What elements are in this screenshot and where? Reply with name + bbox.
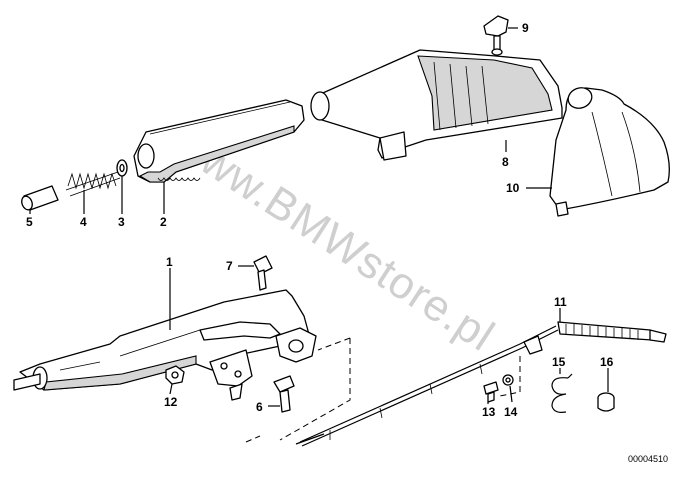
part-6-adjuster[interactable] bbox=[273, 375, 295, 413]
part-2-handle-grip[interactable] bbox=[133, 99, 305, 183]
callout-11: 11 bbox=[554, 295, 567, 309]
callout-8: 8 bbox=[502, 155, 509, 169]
part-16-plug[interactable] bbox=[597, 392, 615, 412]
callout-9: 9 bbox=[522, 21, 529, 35]
part-11-brake-cable[interactable] bbox=[295, 321, 667, 447]
part-12-nut[interactable] bbox=[165, 365, 185, 385]
callout-12: 12 bbox=[164, 395, 178, 409]
part-7-bolt[interactable] bbox=[253, 255, 273, 291]
part-15-spring-clip[interactable] bbox=[551, 373, 573, 413]
callout-10: 10 bbox=[506, 181, 520, 195]
part-4-spring[interactable] bbox=[65, 171, 121, 197]
callout-13: 13 bbox=[482, 405, 496, 419]
callout-2: 2 bbox=[160, 215, 167, 229]
callout-1: 1 bbox=[166, 255, 173, 269]
part-14-washer[interactable] bbox=[502, 374, 514, 386]
callout-14: 14 bbox=[504, 405, 518, 419]
callout-5: 5 bbox=[26, 215, 33, 229]
callout-16: 16 bbox=[600, 355, 614, 369]
callout-labels: 5 4 3 2 1 7 6 8 9 10 11 12 13 14 15 16 bbox=[26, 21, 614, 419]
guide-dashed-lower bbox=[245, 356, 521, 443]
part-10-gaiter[interactable] bbox=[549, 84, 670, 217]
part-5-push-button[interactable] bbox=[20, 185, 59, 211]
callout-4: 4 bbox=[80, 215, 87, 229]
callout-7: 7 bbox=[226, 259, 233, 273]
part-1-handbrake-lever[interactable] bbox=[13, 289, 317, 401]
part-13-screw[interactable] bbox=[483, 381, 499, 403]
leader-lines bbox=[29, 27, 609, 407]
reference-number: 00004510 bbox=[628, 454, 668, 464]
guide-dashed-right bbox=[279, 337, 351, 441]
part-3-washer[interactable] bbox=[116, 159, 128, 177]
part-8-cover-frame[interactable] bbox=[310, 49, 563, 161]
callout-15: 15 bbox=[552, 355, 566, 369]
callout-3: 3 bbox=[118, 215, 125, 229]
part-9-clip[interactable] bbox=[483, 15, 509, 56]
callout-6: 6 bbox=[256, 400, 263, 414]
